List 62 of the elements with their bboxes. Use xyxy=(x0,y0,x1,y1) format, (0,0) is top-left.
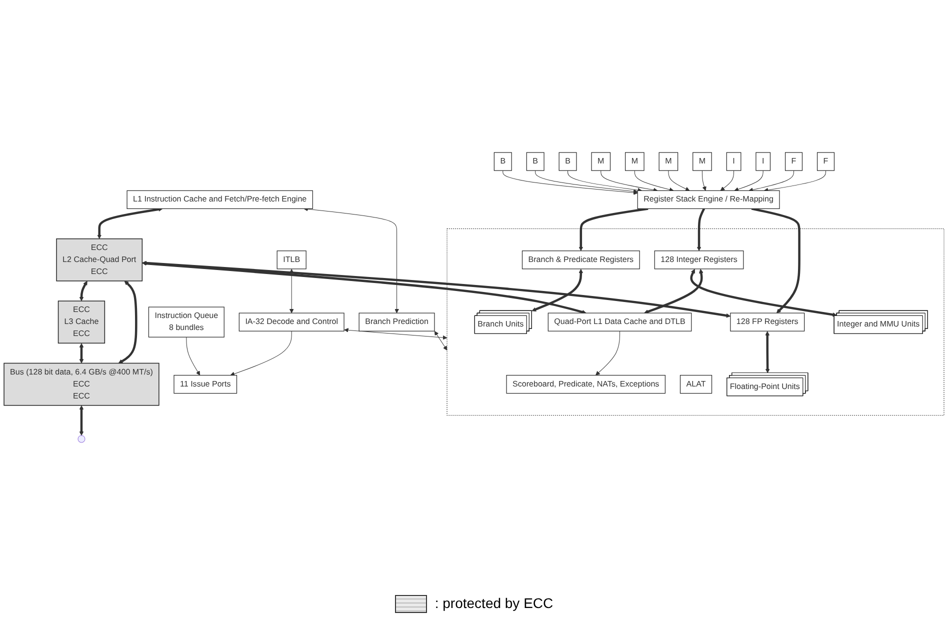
arrow xyxy=(79,405,84,436)
arrow xyxy=(532,268,584,312)
arrow xyxy=(502,170,638,195)
arrow xyxy=(600,170,658,192)
node-box xyxy=(658,152,678,171)
node-box xyxy=(506,374,666,394)
node-box xyxy=(126,190,313,209)
node-box xyxy=(654,250,744,270)
arrow xyxy=(230,330,292,376)
arrow xyxy=(748,170,794,192)
arrow xyxy=(690,268,837,317)
node-box xyxy=(148,306,224,338)
node-box xyxy=(526,152,544,171)
arrow xyxy=(79,280,88,302)
arrow xyxy=(344,328,448,340)
node-box xyxy=(548,312,692,332)
arrow xyxy=(702,170,706,191)
node-box xyxy=(625,152,644,171)
node-box xyxy=(680,374,712,394)
node-box xyxy=(591,152,611,171)
cluster xyxy=(446,228,944,416)
arrow xyxy=(142,261,586,314)
node-box xyxy=(4,362,160,406)
arrow xyxy=(434,331,448,350)
node-box xyxy=(276,250,306,270)
node-box xyxy=(637,190,780,209)
arrow xyxy=(289,268,294,314)
node-box xyxy=(692,152,712,171)
arrow xyxy=(578,208,648,252)
legend-text: : protected by ECC xyxy=(434,595,554,613)
node-box xyxy=(558,152,577,171)
arrow xyxy=(696,208,706,252)
arrow xyxy=(634,170,674,192)
node-box xyxy=(358,312,435,332)
node-box xyxy=(174,374,238,394)
node-box xyxy=(816,152,835,171)
arrow xyxy=(644,268,704,314)
node-box xyxy=(756,152,771,171)
node-box xyxy=(238,312,344,332)
node-box xyxy=(730,312,805,332)
arrow xyxy=(142,260,731,318)
arrow xyxy=(535,170,638,194)
arrow xyxy=(596,330,620,376)
arrow xyxy=(764,170,826,192)
arrow xyxy=(79,343,84,364)
arrow xyxy=(765,331,770,374)
node-box xyxy=(58,300,106,344)
node-box xyxy=(726,152,742,171)
arrow xyxy=(734,170,764,192)
arrow xyxy=(304,206,399,314)
block-diagram: B B B M M M M I I F F L1 Instruction Cache and Fetch/Pre-fetch Engine Register Stack Engine / Re-Mapping ECC L2 Cache-Quad Port ECC ITLB Branch & Predicate Registers 128 Integer Registers ECC L3 Cache ECC Instruction Queue 8 bundles IA-32 Decode and Control Branch Prediction Branch Units Quad-Port L1 Data Cache and DTLB 128 FP Registers Integer and MMU Units Bus (128 bit data, 6.4 GB/s @400 MT/s) ECC ECC 11 Issue Ports Scoreboard, Predicate, NATs, Exceptions ALAT Floating-Point Units xyxy=(0,0,948,595)
arrow xyxy=(186,336,200,376)
node-box xyxy=(56,238,143,282)
arrow xyxy=(568,170,642,192)
arrow xyxy=(720,170,734,191)
node-box xyxy=(522,250,640,270)
arrow xyxy=(97,207,163,239)
arrow xyxy=(751,208,800,314)
arrow xyxy=(668,170,690,191)
node-box xyxy=(494,152,512,171)
node-box xyxy=(784,152,803,171)
arrow xyxy=(118,280,138,364)
